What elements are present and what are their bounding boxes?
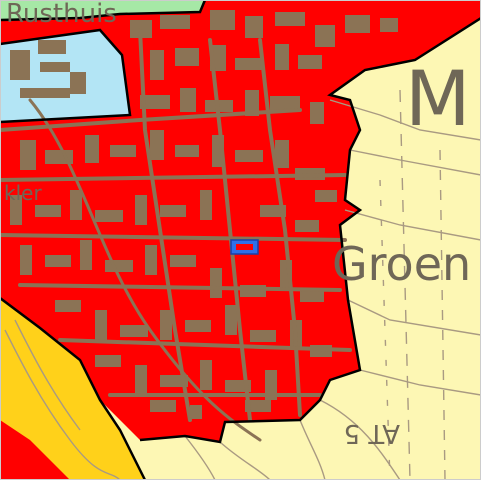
agricultural-zone xyxy=(0,0,205,20)
label-top-left: Rusthuis xyxy=(6,0,117,29)
roads-layer xyxy=(0,28,352,442)
water-zone xyxy=(0,30,130,122)
label-road: AT 5 xyxy=(344,418,400,448)
label-east: Groen xyxy=(332,237,471,291)
thin-roads xyxy=(4,89,481,480)
selected-parcel-inner xyxy=(236,244,253,250)
residential-zone-corner xyxy=(0,420,70,480)
label-west: kler xyxy=(4,181,42,205)
buildings-layer xyxy=(10,10,398,419)
label-big-letter: M xyxy=(405,54,471,143)
orange-zone xyxy=(0,298,145,480)
